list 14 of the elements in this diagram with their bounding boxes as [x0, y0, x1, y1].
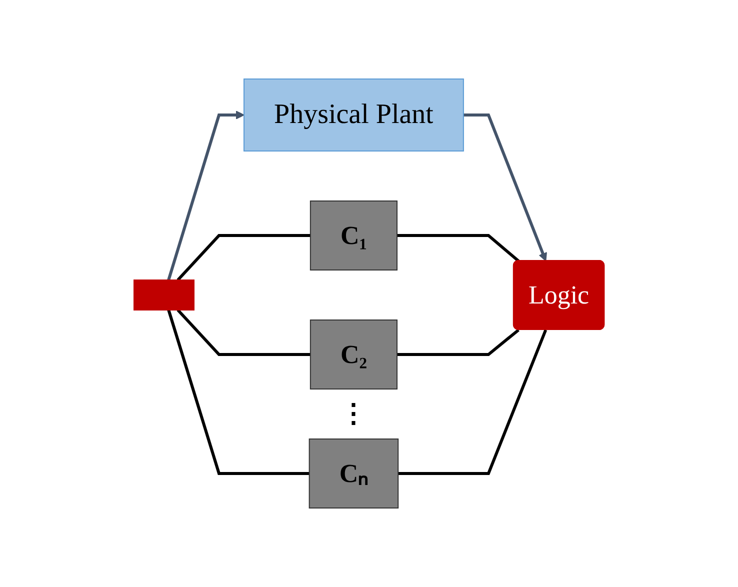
arrow [463, 114, 547, 262]
node-box: C₂ [310, 320, 398, 390]
node-box: Cₙ [308, 438, 399, 508]
node-box: Physical Plant [243, 78, 464, 152]
node-box [133, 280, 194, 310]
connector [396, 328, 520, 356]
connector [176, 234, 310, 282]
arrow [167, 110, 244, 280]
connector [398, 329, 548, 475]
connector [396, 234, 520, 262]
node-box: C₁ [310, 200, 398, 270]
connector [167, 310, 310, 475]
connector [176, 308, 310, 356]
ellipsis-mark: ⋮ [340, 401, 367, 427]
